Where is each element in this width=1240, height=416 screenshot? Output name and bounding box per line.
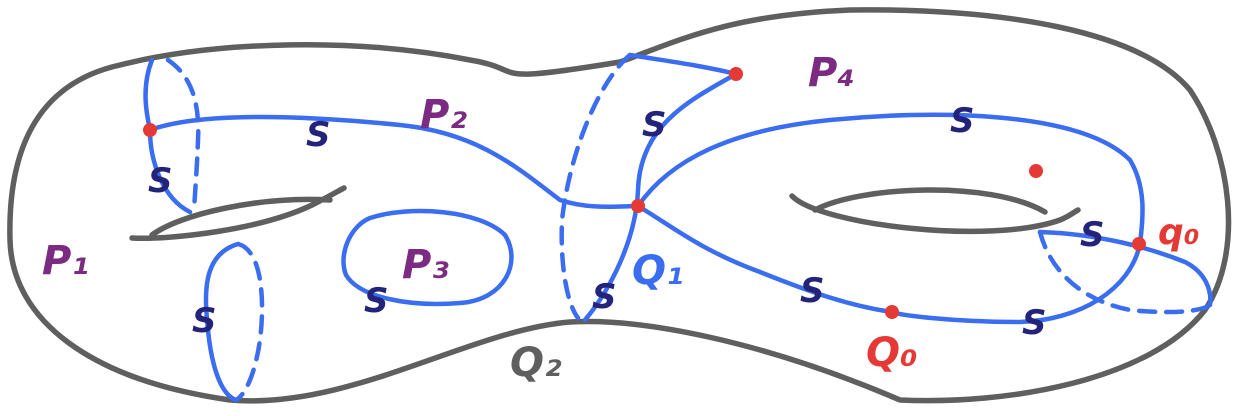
neck-meridian-hidden	[559, 52, 633, 321]
s-label: S	[306, 115, 331, 155]
s-label: S	[364, 281, 389, 321]
s-label: S	[148, 161, 173, 201]
s-label: S	[950, 101, 975, 141]
center-intersection-point	[631, 199, 645, 213]
region-label-p1: P₁	[42, 238, 89, 284]
s-label: S	[592, 277, 617, 317]
right-meridian-front	[1037, 229, 1213, 308]
region-label-p2: P₂	[420, 92, 467, 138]
region-label-p3: P₃	[402, 242, 449, 288]
q0-small-label: q₀	[1158, 212, 1200, 253]
isolated-point	[1029, 164, 1043, 178]
p3-loop	[341, 208, 514, 307]
right-meridian-hidden	[1037, 229, 1213, 315]
q0-label: Q₀	[866, 330, 918, 376]
q0-small-point	[1132, 237, 1146, 251]
q0-basepoint	[885, 305, 899, 319]
s-label: S	[642, 105, 667, 145]
surface-outline	[7, 7, 1232, 404]
s-labels: S S S S S S S S S S	[148, 101, 1105, 343]
left-lower-meridian-hidden	[233, 241, 265, 403]
upper-long-curve	[147, 114, 643, 210]
neck-meridian-front	[582, 71, 739, 323]
left-upper-meridian-hidden	[165, 57, 201, 215]
region-label-p4: P₄	[808, 50, 855, 96]
s-label: S	[800, 271, 825, 311]
points	[143, 67, 1146, 319]
left-handle-point	[143, 123, 157, 137]
s-label: S	[192, 301, 217, 341]
neck-to-top-point-curve	[627, 52, 739, 77]
top-neck-point	[729, 67, 743, 81]
right-handle-hole	[789, 187, 1081, 235]
right-handle-loop	[635, 112, 1145, 325]
s-label: S	[1022, 303, 1047, 343]
left-lower-meridian-curve	[203, 241, 241, 403]
q2-label: Q₂	[510, 340, 562, 386]
q1-label: Q₁	[632, 248, 684, 294]
left-handle-hole	[129, 185, 347, 241]
s-label: S	[1080, 215, 1105, 255]
